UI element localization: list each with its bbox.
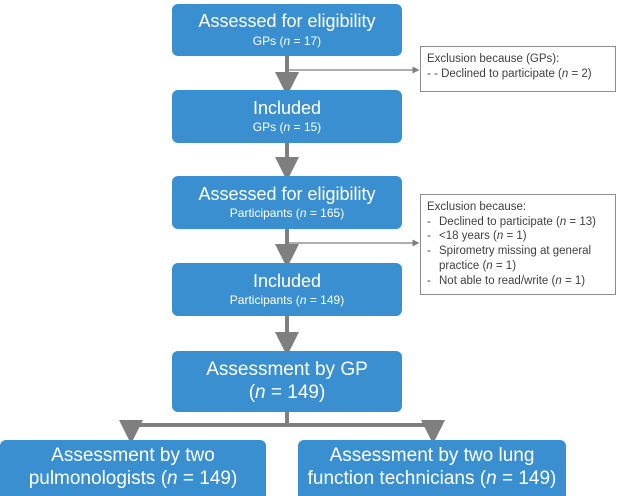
item-count: = 1) (503, 230, 527, 243)
sub-prefix: pulmonologists ( (28, 468, 168, 489)
item-text: Spirometry missing at general practice ( (439, 245, 592, 272)
box-subtitle: GPs (n = 17) (252, 33, 322, 49)
exclusion-list: Declined to participate (n = 13) <18 yea… (427, 215, 609, 289)
box-title: Assessment by GP (206, 358, 368, 380)
sub-prefix: Participants ( (229, 293, 300, 308)
sub-prefix: ( (248, 381, 256, 403)
box-subtitle: GPs (n = 15) (253, 121, 321, 135)
sub-prefix: Participants ( (229, 206, 300, 221)
exclusion-item: Declined to participate (n = 13) (427, 215, 609, 230)
box-title: Included (252, 270, 322, 291)
sub-count: = 149) (177, 468, 238, 489)
item-count: = 1) (492, 259, 517, 272)
box-subtitle: Participants (n = 165) (230, 207, 344, 221)
box-subtitle: pulmonologists (n = 149) (29, 468, 238, 491)
sub-count: = 149) (496, 468, 557, 489)
box-included-participants: Included Participants (n = 149) (172, 263, 402, 316)
item-text: <18 years ( (439, 230, 497, 243)
sub-prefix: function technicians ( (307, 468, 487, 489)
box-title: Assessed for eligibility (198, 183, 376, 204)
sub-count: = 149) (306, 293, 345, 308)
exclusion-item: Not able to read/write (n = 1) (427, 274, 609, 289)
box-title: Assessment by two lung (329, 445, 535, 467)
box-technicians: Assessment by two lung function technici… (298, 440, 566, 496)
n-symbol: n (283, 33, 291, 48)
box-included-gps: Included GPs (n = 15) (172, 90, 402, 143)
item-count: = 2) (568, 67, 592, 80)
n-symbol: n (496, 230, 504, 243)
sub-count: = 17) (290, 33, 322, 48)
exclusion-item: - Declined to participate (n = 2) (427, 67, 609, 82)
box-subtitle: function technicians (n = 149) (308, 468, 557, 491)
item-text: Declined to participate ( (439, 215, 560, 228)
box-eligibility-gps: Assessed for eligibility GPs (n = 17) (172, 4, 402, 56)
box-eligibility-participants: Assessed for eligibility Participants (n… (172, 176, 402, 229)
exclusion-box-participants: Exclusion because: Declined to participa… (420, 194, 616, 295)
box-subtitle: Participants (n = 149) (230, 294, 344, 308)
exclusion-item: <18 years (n = 1) (427, 229, 609, 244)
n-symbol: n (255, 381, 266, 403)
box-title: Assessment by two (51, 445, 215, 467)
item-text: Not able to read/write ( (439, 274, 556, 287)
n-symbol: n (486, 468, 497, 489)
n-symbol: n (555, 274, 562, 287)
sub-count: = 149) (265, 381, 326, 403)
box-pulmonologists: Assessment by two pulmonologists (n = 14… (0, 440, 266, 496)
exclusion-heading: Exclusion because (GPs): (427, 53, 560, 65)
n-symbol: n (561, 67, 569, 80)
n-symbol: n (299, 206, 307, 221)
exclusion-item: Spirometry missing at general practice (… (427, 244, 609, 273)
box-title: Assessed for eligibility (198, 11, 376, 32)
box-title: Included (252, 97, 322, 118)
sub-count: = 15) (290, 120, 322, 135)
n-symbol: n (283, 120, 291, 135)
item-count: = 13) (566, 215, 596, 228)
item-count: = 1) (561, 274, 586, 287)
sub-count: = 165) (306, 206, 345, 221)
box-subtitle: (n = 149) (249, 382, 326, 405)
exclusion-box-gps: Exclusion because (GPs): - Declined to p… (420, 46, 616, 92)
exclusion-heading: Exclusion because: (427, 201, 527, 213)
sub-prefix: GPs ( (252, 120, 284, 135)
box-assessment-gp: Assessment by GP (n = 149) (172, 351, 402, 412)
n-symbol: n (167, 468, 178, 489)
n-symbol: n (559, 215, 567, 228)
sub-prefix: GPs ( (252, 33, 284, 48)
item-text: Declined to participate ( (441, 67, 562, 80)
n-symbol: n (299, 293, 307, 308)
n-symbol: n (486, 259, 493, 272)
